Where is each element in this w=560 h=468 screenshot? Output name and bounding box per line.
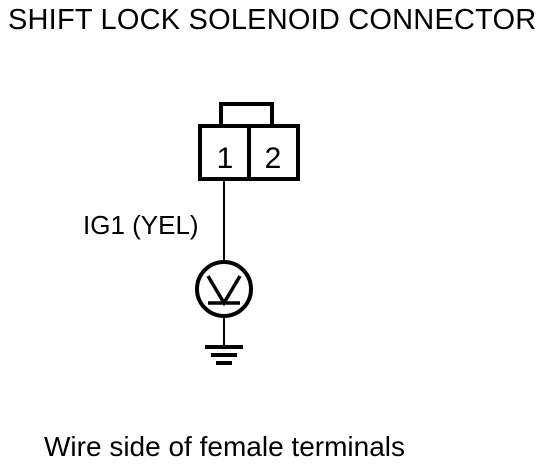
diagram-title: SHIFT LOCK SOLENOID CONNECTOR bbox=[8, 4, 537, 36]
wire-label: IG1 (YEL) bbox=[83, 210, 199, 240]
footer-caption: Wire side of female terminals bbox=[44, 431, 406, 462]
terminal-1-label: 1 bbox=[217, 142, 234, 175]
terminal-2-label: 2 bbox=[265, 142, 282, 175]
ground-icon bbox=[205, 345, 243, 365]
connector-latch bbox=[219, 102, 274, 128]
voltmeter-icon bbox=[195, 260, 253, 318]
